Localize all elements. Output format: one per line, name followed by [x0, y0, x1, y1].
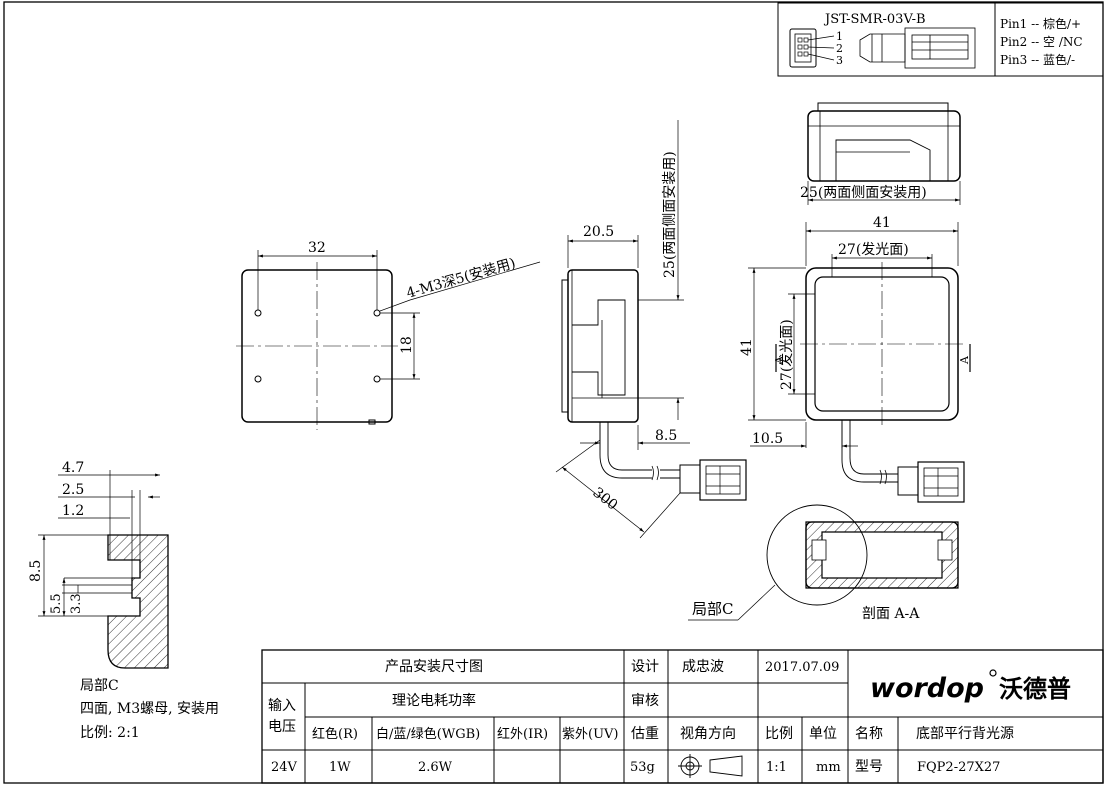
- dim-top-mount: 25(两面侧面安装用): [800, 185, 927, 201]
- weight-value: 53g: [630, 760, 655, 775]
- plug-icon: [679, 459, 747, 501]
- model-label: 型号: [855, 759, 883, 775]
- dim-depth: 20.5: [583, 224, 614, 240]
- pin-1-label: Pin1 -- 棕色/+: [1000, 16, 1081, 31]
- title-block: [261, 649, 1104, 784]
- sheet-border: [3, 1, 1104, 784]
- svg-text:wordop: wordop: [870, 673, 984, 704]
- drawing-title: 产品安装尺寸图: [385, 659, 483, 675]
- detail-dim-5: 5.5: [49, 593, 64, 614]
- unit-label: 单位: [809, 726, 837, 742]
- name-value: 底部平行背光源: [916, 726, 1014, 742]
- pin-number-3: 3: [836, 54, 843, 67]
- dim-side-mount: 25(两面侧面安装用): [662, 151, 678, 278]
- emit-view: [748, 222, 971, 503]
- dim-width: 32: [308, 240, 326, 256]
- dim-hole-spacing: 18: [399, 336, 415, 354]
- review-label: 审核: [631, 693, 659, 709]
- detail-dim-6: 3.3: [69, 593, 84, 614]
- connector-model: JST-SMR-03V-B: [823, 12, 926, 27]
- dim-outer-width: 41: [873, 215, 891, 231]
- svg-text:沃德普: 沃德普: [999, 675, 1071, 703]
- scale-label: 比例: [765, 726, 793, 742]
- weight-label: 估重: [631, 726, 659, 742]
- plug-icon: [897, 461, 965, 503]
- detail-dim-4: 8.5: [28, 560, 44, 582]
- detail-c: [38, 470, 169, 669]
- front-view: 32 18 4-M3深5(安装用): [236, 240, 541, 430]
- mount-hole: [373, 309, 381, 317]
- power-rgb-value: 2.6W: [418, 760, 453, 775]
- pin-number-2: 2: [836, 42, 843, 55]
- company-logo: wordop 沃德普: [870, 669, 1071, 704]
- dim-emit-height: 27(发光面): [779, 319, 795, 390]
- detail-title: 局部C: [80, 678, 119, 694]
- voltage-value: 24V: [271, 760, 298, 775]
- section-label: 剖面 A-A: [862, 606, 920, 622]
- col-rgb: 白/蓝/绿色(WGB): [376, 726, 480, 742]
- hole-note: 4-M3深5(安装用): [405, 255, 518, 301]
- voltage-label-1: 输入: [268, 698, 296, 714]
- detail-callout: 局部C: [692, 600, 733, 618]
- dim-side-cable-offset: 8.5: [655, 428, 677, 444]
- mount-hole: [373, 375, 381, 383]
- unit-value: mm: [816, 760, 841, 775]
- name-label: 名称: [855, 726, 883, 742]
- pin-2-label: Pin2 -- 空 /NC: [1000, 35, 1083, 49]
- plug-side-icon: [859, 27, 976, 69]
- power-red-value: 1W: [329, 760, 351, 775]
- detail-dim-1: 4.7: [62, 460, 84, 476]
- section-mark-right: A: [958, 355, 971, 365]
- scale-value: 1:1: [766, 760, 787, 775]
- dim-emit-width: 27(发光面): [838, 242, 909, 258]
- pin-3-label: Pin3 -- 蓝色/-: [1000, 53, 1075, 67]
- section-mark-left: A: [773, 355, 786, 365]
- model-value: FQP2-27X27: [917, 760, 1000, 775]
- projection-symbol-icon: [678, 754, 743, 778]
- voltage-label-2: 电压: [268, 719, 296, 735]
- col-red: 红色(R): [312, 726, 358, 742]
- view-label: 视角方向: [680, 726, 736, 742]
- dim-emit-cable-offset: 10.5: [752, 431, 783, 447]
- connector-box: JST-SMR-03V-B 1 2 3 Pin1 -- 棕色/+ Pin2 --…: [777, 2, 1104, 77]
- detail-dim-2: 2.5: [62, 482, 84, 498]
- date: 2017.07.09: [765, 660, 839, 675]
- detail-note: 四面, M3螺母, 安装用: [80, 701, 219, 717]
- design-label: 设计: [631, 659, 659, 675]
- connector-body-icon: [789, 28, 817, 68]
- side-view: [555, 120, 747, 539]
- col-ir: 红外(IR): [497, 726, 548, 742]
- top-view: [807, 102, 961, 205]
- mount-hole: [254, 375, 262, 383]
- detail-dim-3: 1.2: [62, 503, 84, 519]
- pin-number-1: 1: [836, 30, 843, 43]
- mount-hole: [254, 309, 262, 317]
- detail-scale: 比例: 2:1: [80, 725, 140, 741]
- dim-outer-height: 41: [739, 338, 755, 356]
- section-aa: [688, 504, 959, 621]
- col-uv: 紫外(UV): [562, 727, 619, 742]
- power-label: 理论电耗功率: [392, 692, 476, 709]
- designer: 成忠波: [682, 659, 724, 675]
